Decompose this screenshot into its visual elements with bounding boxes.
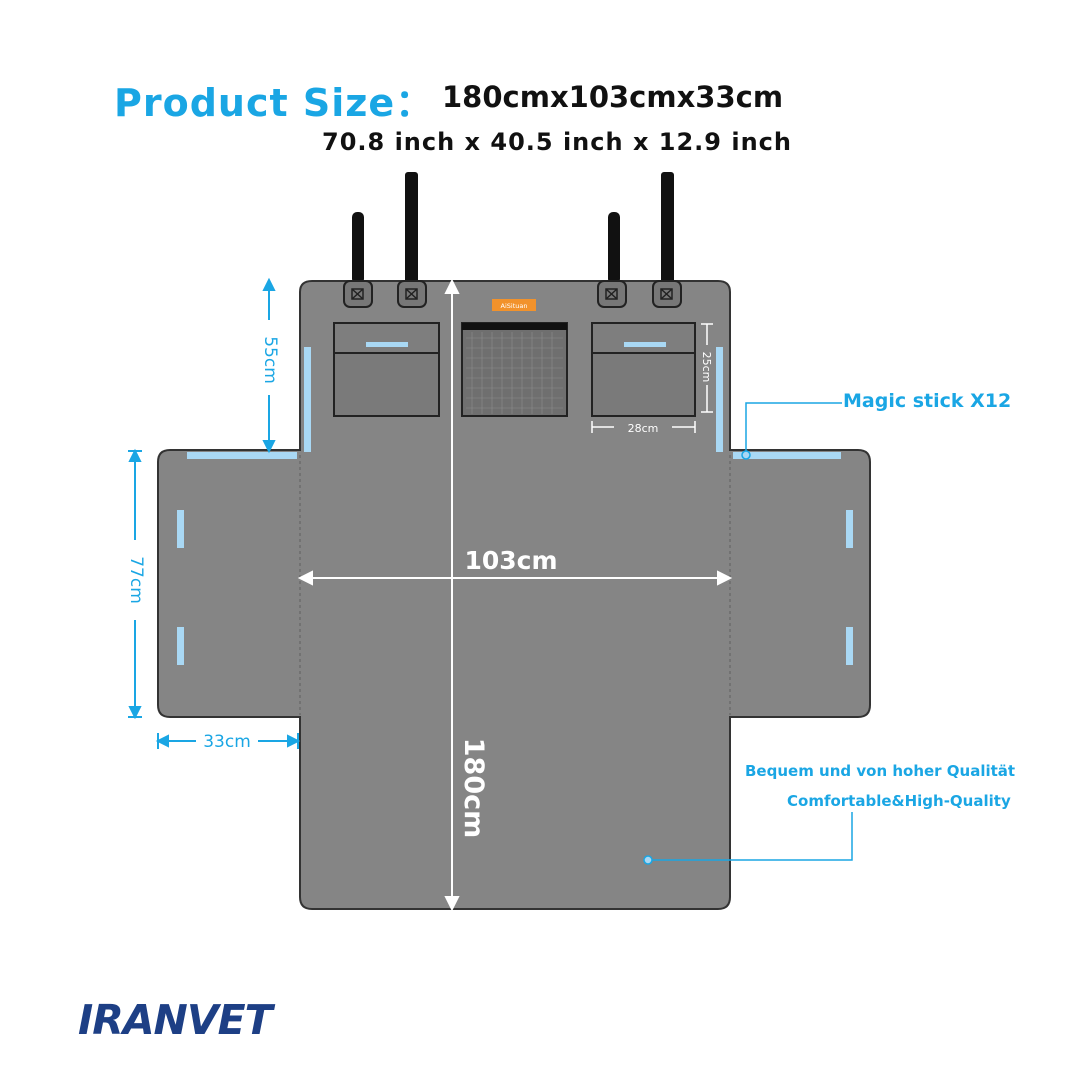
fold-seams: [299, 455, 731, 715]
iranvet-logo: IRANVET: [78, 996, 273, 1044]
comfort-label-de: Bequem und von hoher Qualität: [745, 762, 1016, 780]
magic-stick-label: Magic stick X12: [843, 390, 1012, 412]
seat-cover-mat: [157, 280, 871, 910]
length-label: 180cm: [458, 738, 489, 839]
brand-tag-text: AiSituan: [501, 302, 528, 310]
back-height-label: 55cm: [260, 336, 280, 384]
velcro-strips: [177, 347, 853, 665]
product-size-inch: 70.8 inch x 40.5 inch x 12.9 inch: [322, 128, 792, 156]
width-label: 103cm: [464, 546, 557, 575]
pocket-width-label: 28cm: [628, 422, 659, 435]
back-height-dim: [262, 277, 276, 454]
pocket-width-dim: [591, 421, 696, 433]
magic-stick-callout: [745, 402, 842, 455]
brand-tag: [492, 299, 536, 311]
quality-callout: [650, 812, 853, 861]
product-size-label: Product Size：: [114, 81, 435, 125]
side-width-dim: [155, 733, 301, 749]
side-height-dim: [128, 448, 142, 720]
width-arrow: [297, 570, 733, 586]
product-size-value: 180cmx103cmx33cm: [442, 80, 784, 114]
pocket-left: [333, 322, 440, 417]
side-width-label: 33cm: [203, 732, 251, 752]
mesh-pocket: [461, 322, 568, 417]
straps: [352, 172, 674, 284]
side-height-label: 77cm: [126, 556, 146, 604]
pocket-height-label: 25cm: [700, 352, 713, 383]
comfort-label-en: Comfortable&High-Quality: [787, 792, 1011, 810]
pocket-right: [591, 322, 696, 417]
length-arrow: [444, 278, 460, 912]
